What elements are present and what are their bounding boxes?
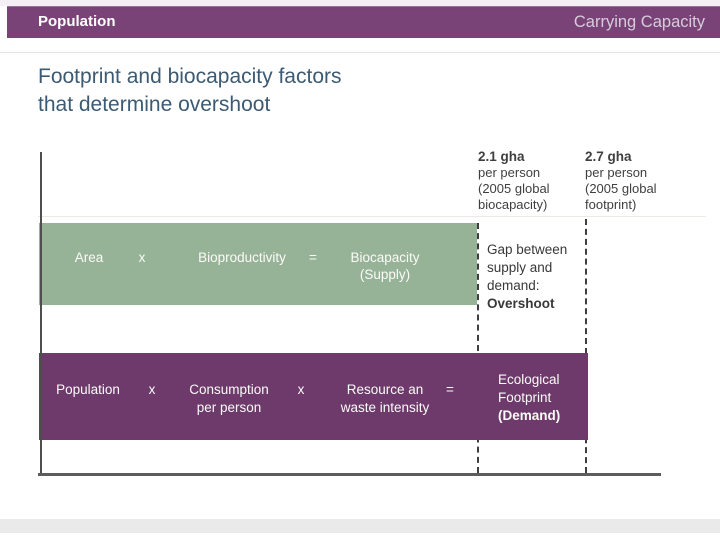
top-strip bbox=[0, 0, 720, 6]
label-line: Consumption bbox=[189, 382, 269, 397]
diagram-bottom-axis-line bbox=[38, 473, 661, 476]
equals-sign: = bbox=[446, 382, 454, 397]
slide-title-line2: that determine overshoot bbox=[38, 93, 271, 116]
slide-title-line1: Footprint and biocapacity factors bbox=[38, 65, 342, 88]
supply-factor-bioproductivity: Bioproductivity bbox=[198, 250, 286, 265]
header-chapter-title: Carrying Capacity bbox=[573, 13, 705, 31]
demand-factor-resource-intensity: Resource an waste intensity bbox=[341, 381, 430, 417]
label-line: (Supply) bbox=[359, 267, 411, 282]
overshoot-gap-label: Gap between supply and demand: Overshoot bbox=[487, 241, 567, 313]
overshoot-label: Overshoot bbox=[487, 296, 555, 311]
demand-factor-population: Population bbox=[56, 382, 120, 397]
biocapacity-dashed-line bbox=[477, 223, 479, 473]
header-section-title: Population bbox=[38, 13, 116, 30]
footprint-demand-bar bbox=[39, 353, 588, 440]
demand-factor-consumption: Consumption per person bbox=[189, 381, 269, 417]
diagram-gridline bbox=[38, 216, 706, 217]
demand-label: (Demand) bbox=[498, 408, 561, 423]
biocapacity-value-label: 2.1 gha per person (2005 global biocapac… bbox=[478, 149, 550, 213]
label-line: biocapacity) bbox=[478, 197, 548, 212]
diagram-left-axis-line bbox=[40, 152, 42, 476]
label-line: Biocapacity bbox=[350, 250, 420, 265]
label-line: (2005 global bbox=[585, 181, 657, 196]
slide-title: Footprint and biocapacity factors that d… bbox=[38, 63, 458, 119]
label-line: Footprint bbox=[498, 390, 552, 405]
footprint-dashed-line bbox=[585, 219, 587, 473]
header-bar: Population Carrying Capacity bbox=[7, 6, 720, 38]
label-line: waste intensity bbox=[340, 400, 430, 415]
footer-strip bbox=[0, 519, 720, 533]
label-line: per person bbox=[478, 165, 541, 180]
demand-result-ecological-footprint: Ecological Footprint (Demand) bbox=[498, 371, 560, 425]
label-line: demand: bbox=[487, 278, 540, 293]
footprint-value-label: 2.7 gha per person (2005 global footprin… bbox=[585, 149, 657, 213]
supply-factor-area: Area bbox=[74, 250, 104, 265]
label-line: Ecological bbox=[498, 372, 560, 387]
label-line: (2005 global bbox=[478, 181, 550, 196]
multiply-sign: x bbox=[148, 382, 156, 397]
label-line: per person bbox=[196, 400, 262, 415]
footprint-value: 2.7 gha bbox=[585, 149, 632, 164]
label-line: supply and bbox=[487, 260, 553, 275]
supply-result-biocapacity: Biocapacity (Supply) bbox=[350, 249, 419, 283]
content-divider bbox=[0, 52, 720, 53]
label-line: footprint) bbox=[585, 197, 637, 212]
multiply-sign: x bbox=[138, 250, 146, 265]
label-line: per person bbox=[585, 165, 648, 180]
label-line: Resource an bbox=[346, 382, 424, 397]
multiply-sign: x bbox=[297, 382, 305, 397]
biocapacity-supply-bar bbox=[39, 223, 477, 305]
biocapacity-value: 2.1 gha bbox=[478, 149, 525, 164]
equals-sign: = bbox=[309, 250, 317, 265]
label-line: Gap between bbox=[487, 242, 568, 257]
